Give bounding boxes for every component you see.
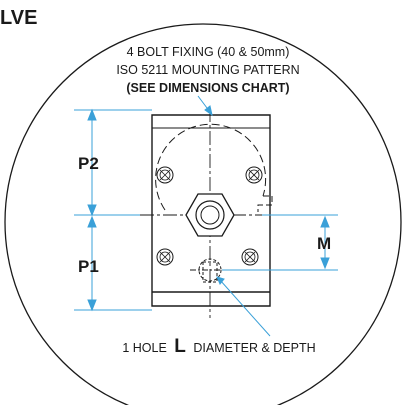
bolt-hole-top-left bbox=[156, 166, 174, 184]
mounting-pattern-step bbox=[257, 195, 273, 212]
callout-top-line3: (SEE DIMENSIONS CHART) bbox=[126, 81, 289, 95]
callout-top-line2: ISO 5211 MOUNTING PATTERN bbox=[116, 63, 299, 77]
dimension-label-p2: P2 bbox=[78, 154, 99, 173]
bolt-hole-bottom-left bbox=[156, 248, 174, 266]
flange-body bbox=[151, 114, 271, 307]
callout-bottom: 1 HOLE L DIAMETER & DEPTH bbox=[122, 336, 315, 357]
central-hex-boss bbox=[185, 193, 235, 237]
dimension-label-p1: P1 bbox=[78, 257, 99, 276]
mounting-pattern-circle bbox=[155, 123, 267, 211]
callout-bottom-prefix: 1 HOLE bbox=[122, 341, 166, 355]
detail-circle bbox=[4, 23, 402, 410]
dimension-label-m: M bbox=[317, 234, 331, 253]
callout-top-line1: 4 BOLT FIXING (40 & 50mm) bbox=[127, 45, 290, 59]
bolt-hole-bottom-right bbox=[241, 248, 259, 266]
header-title-fragment: LVE bbox=[0, 7, 37, 29]
keyed-hole bbox=[198, 258, 222, 283]
callout-bottom-letter: L bbox=[174, 336, 186, 357]
central-bore-inner bbox=[200, 205, 220, 225]
central-bore-outer bbox=[195, 200, 225, 230]
callout-bottom-suffix: DIAMETER & DEPTH bbox=[193, 341, 315, 355]
bolt-hole-top-right bbox=[245, 166, 263, 184]
dimension-lines bbox=[74, 95, 338, 337]
